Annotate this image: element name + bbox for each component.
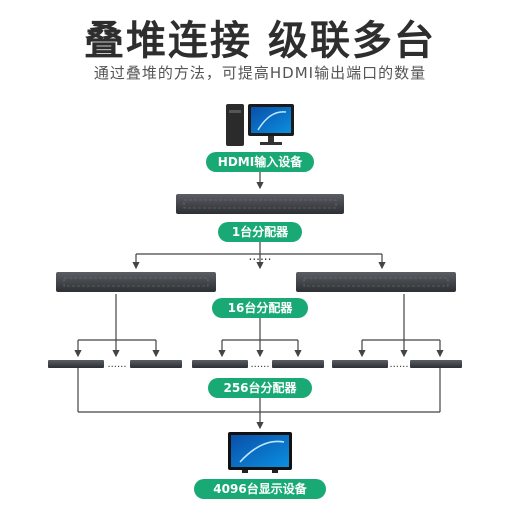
ellipsis-256-left: ...... (107, 359, 126, 370)
splitter-16-right-device (296, 272, 456, 292)
label-splitter-16: 16台分配器 (212, 298, 308, 318)
page-subtitle: 通过叠堆的方法，可提高HDMI输出端口的数量 (93, 64, 427, 82)
ellipsis-16: ...... (249, 249, 272, 263)
ellipsis-256-right: ...... (389, 359, 408, 370)
connector-lines (74, 172, 444, 430)
ellipsis-256-middle: ...... (250, 359, 269, 370)
label-display-4096: 4096台显示设备 (194, 479, 326, 499)
tv-icon (228, 432, 292, 473)
page-title: 叠堆连接 级联多台 (84, 18, 436, 64)
splitter-16-left-device (56, 272, 216, 292)
label-input-device: HDMI输入设备 (206, 152, 314, 172)
label-splitter-256: 256台分配器 (208, 378, 312, 398)
splitter-1-device (176, 194, 344, 214)
pc-icon (226, 104, 294, 146)
splitter-256-devices (48, 360, 462, 368)
label-splitter-1: 1台分配器 (218, 222, 302, 242)
